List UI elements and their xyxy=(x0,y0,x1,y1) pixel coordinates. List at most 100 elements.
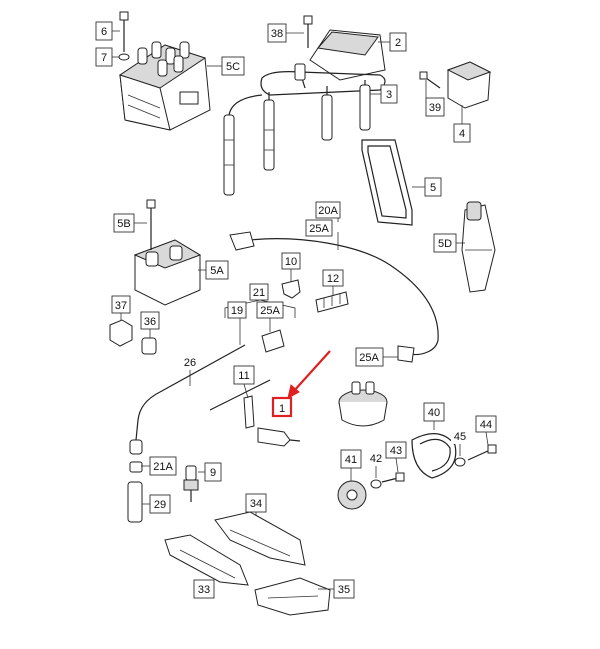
bolt-38 xyxy=(303,15,313,48)
cover-33 xyxy=(164,534,249,586)
callout-41-label: 41 xyxy=(345,454,357,466)
callout-5: 5 xyxy=(424,177,442,197)
callout-12-label: 12 xyxy=(327,273,339,285)
callout-37: 37 xyxy=(111,295,131,314)
ignition-coil-pack-5c xyxy=(118,41,211,131)
callout-5b: 5B xyxy=(113,213,135,233)
callout-20a: 20A xyxy=(315,201,341,219)
sensor-1 xyxy=(257,427,301,447)
callout-41: 41 xyxy=(340,449,362,469)
callout-2-label: 2 xyxy=(395,37,401,49)
ignition-module-2 xyxy=(260,29,386,96)
bolt-44 xyxy=(467,444,497,461)
callout-34-label: 34 xyxy=(250,498,262,510)
callout-9-label: 9 xyxy=(210,467,216,479)
callout-35-label: 35 xyxy=(338,584,350,596)
callout-33-label: 33 xyxy=(198,584,210,596)
callout-25a-top: 25A xyxy=(305,219,333,237)
highlight-arrow xyxy=(287,350,331,399)
callout-1-label: 1 xyxy=(279,403,285,415)
clip-10 xyxy=(281,279,301,299)
callout-45: 45 xyxy=(451,428,469,444)
ignition-coil-5a xyxy=(133,239,202,306)
ht-lead-20a xyxy=(229,231,439,363)
ring-41 xyxy=(337,480,367,510)
callout-12: 12 xyxy=(322,269,344,287)
callout-26-label: 26 xyxy=(184,357,196,369)
spark-leads-3 xyxy=(223,80,371,196)
callout-39-label: 39 xyxy=(429,102,441,114)
clamp-40 xyxy=(411,433,457,479)
callout-40-label: 40 xyxy=(428,407,440,419)
callout-38-label: 38 xyxy=(271,28,283,40)
callout-3: 3 xyxy=(380,84,398,104)
callout-4-label: 4 xyxy=(459,128,465,140)
callout-5b-label: 5B xyxy=(117,218,130,230)
callout-5c-label: 5C xyxy=(226,61,240,73)
callout-9: 9 xyxy=(204,462,222,482)
callout-25a-top-label: 25A xyxy=(309,223,329,235)
cover-35 xyxy=(254,577,331,616)
callout-25a-right-label: 25A xyxy=(359,352,379,364)
lead-19 xyxy=(129,329,285,455)
bolt-6 xyxy=(119,11,129,52)
screw-43 xyxy=(381,472,405,483)
callout-25a-mid: 25A xyxy=(256,301,284,319)
callout-42-label: 42 xyxy=(370,453,382,465)
callout-44-label: 44 xyxy=(480,419,492,431)
callout-20a-label: 20A xyxy=(318,205,338,217)
callout-21: 21 xyxy=(249,283,269,301)
callout-10: 10 xyxy=(281,252,301,270)
callout-2: 2 xyxy=(389,32,407,52)
callout-7-label: 7 xyxy=(101,52,107,64)
callout-1-highlighted: 1 xyxy=(271,396,293,418)
callout-7: 7 xyxy=(95,47,113,67)
callout-11: 11 xyxy=(233,365,255,385)
callout-36: 36 xyxy=(140,311,160,330)
callout-19-label: 19 xyxy=(231,305,243,317)
washer-42 xyxy=(370,479,382,489)
callout-10-label: 10 xyxy=(285,256,297,268)
callout-42: 42 xyxy=(366,450,386,466)
callout-5c: 5C xyxy=(221,56,245,76)
distributor-cap xyxy=(338,381,388,427)
callout-5a: 5A xyxy=(205,260,229,280)
callout-5d: 5D xyxy=(433,233,457,253)
callout-25a-right: 25A xyxy=(355,347,384,367)
callout-25a-mid-label: 25A xyxy=(260,305,280,317)
callout-21a-label: 21A xyxy=(153,461,173,473)
cover-34 xyxy=(214,511,306,566)
callout-5-label: 5 xyxy=(430,182,436,194)
callout-21-label: 21 xyxy=(253,287,265,299)
lead-11 xyxy=(209,379,271,429)
callout-34: 34 xyxy=(245,493,267,513)
callout-40: 40 xyxy=(423,402,445,422)
coil-5d xyxy=(461,201,496,293)
callout-26: 26 xyxy=(181,353,199,370)
washer-7 xyxy=(118,53,130,61)
spark-plug-9 xyxy=(183,465,199,502)
washer-45 xyxy=(454,457,466,467)
callout-6: 6 xyxy=(95,21,113,41)
callout-21a: 21A xyxy=(149,456,177,476)
callout-43: 43 xyxy=(385,441,407,459)
callout-36-label: 36 xyxy=(144,316,156,328)
callout-6-label: 6 xyxy=(101,26,107,38)
clip-strip-12 xyxy=(315,291,349,313)
callout-38: 38 xyxy=(267,23,287,43)
callout-19: 19 xyxy=(227,301,247,319)
boot-21a xyxy=(129,461,143,473)
callout-29-label: 29 xyxy=(154,499,166,511)
callout-5a-label: 5A xyxy=(210,265,224,277)
gasket-5 xyxy=(361,139,413,226)
callout-45-label: 45 xyxy=(454,431,466,443)
nut-37 xyxy=(109,319,133,347)
callout-4: 4 xyxy=(453,123,471,143)
callout-3-label: 3 xyxy=(386,89,392,101)
bolt-5b xyxy=(146,199,156,250)
callout-33: 33 xyxy=(193,579,215,599)
callout-11-label: 11 xyxy=(238,370,249,382)
callout-44: 44 xyxy=(475,415,497,433)
callout-39: 39 xyxy=(425,97,445,117)
